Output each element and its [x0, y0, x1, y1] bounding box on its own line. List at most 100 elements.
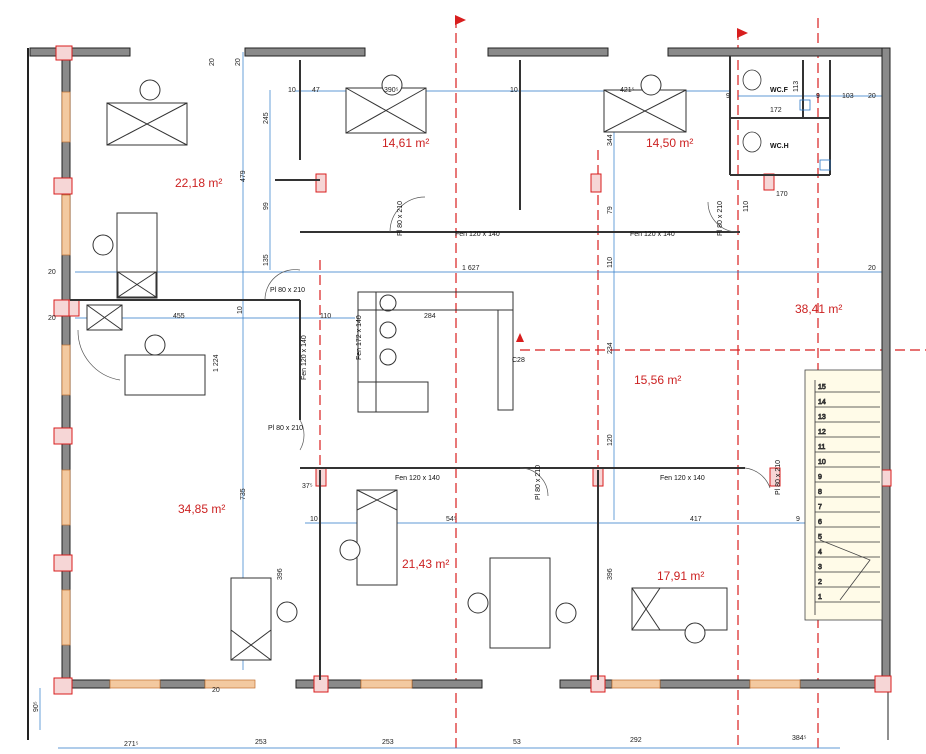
svg-text:110: 110 [743, 201, 750, 212]
svg-text:20: 20 [209, 58, 216, 66]
stair-step-number: 4 [818, 549, 822, 556]
svg-text:271⁵: 271⁵ [124, 741, 139, 748]
stair-step-number: 5 [818, 534, 822, 541]
svg-text:20: 20 [868, 265, 876, 272]
svg-text:90⁵: 90⁵ [33, 701, 40, 712]
svg-text:10: 10 [237, 306, 244, 314]
svg-text:47: 47 [312, 87, 320, 94]
svg-text:20: 20 [212, 687, 220, 694]
svg-text:110: 110 [320, 313, 331, 320]
svg-text:253: 253 [382, 739, 394, 746]
svg-text:396: 396 [277, 568, 284, 580]
bottom-dimensions: 271⁵ 253 253 53 292 384⁵ [124, 735, 807, 748]
svg-text:234: 234 [607, 342, 614, 354]
svg-text:390⁵: 390⁵ [384, 87, 399, 94]
stair-step-number: 8 [818, 489, 822, 496]
wc-label: WC.H [770, 143, 789, 150]
area-label: 34,85 m² [178, 502, 225, 516]
svg-text:103: 103 [842, 93, 854, 100]
area-label: 14,61 m² [382, 136, 429, 150]
svg-text:9: 9 [726, 93, 730, 100]
door-label: Pl 80 x 210 [535, 465, 542, 500]
svg-text:455: 455 [173, 313, 185, 320]
svg-text:735: 735 [240, 488, 247, 500]
stair-step-number: 10 [818, 459, 826, 466]
svg-text:53: 53 [513, 739, 521, 746]
stair-step-number: 2 [818, 579, 822, 586]
window-label: Fen 120 x 140 [660, 475, 705, 482]
area-label: 14,50 m² [646, 136, 693, 150]
svg-text:113: 113 [793, 81, 800, 92]
svg-text:245: 245 [263, 112, 270, 124]
grid-marker: C28 [512, 357, 525, 364]
window-label: Fen 120 x 140 [301, 335, 308, 380]
axis-flag [737, 28, 748, 38]
door-label: Pl 80 x 210 [717, 201, 724, 236]
svg-text:253: 253 [255, 739, 267, 746]
stair-step-number: 11 [818, 444, 825, 451]
svg-text:479: 479 [240, 170, 247, 182]
windows [61, 91, 801, 689]
stair-step-number: 7 [818, 504, 822, 511]
svg-text:170: 170 [776, 191, 788, 198]
window-label: Fen 172 x 140 [356, 315, 363, 360]
axis-flag [455, 15, 466, 25]
svg-text:54⁵: 54⁵ [446, 516, 457, 523]
area-label: 22,18 m² [175, 176, 222, 190]
grid-marker-arrow [516, 333, 524, 342]
door-label: Pl 80 x 210 [397, 201, 404, 236]
svg-text:1 627: 1 627 [462, 265, 480, 272]
window-label: Fen 120 x 140 [395, 475, 440, 482]
svg-text:20: 20 [868, 93, 876, 100]
door-label: Pl 80 x 210 [775, 460, 782, 495]
chairs [92, 74, 706, 644]
svg-text:421⁵: 421⁵ [620, 87, 635, 94]
svg-text:99: 99 [263, 202, 270, 210]
svg-text:1 224: 1 224 [213, 354, 220, 372]
svg-text:20: 20 [235, 58, 242, 66]
window-label: Fen 120 x 140 [630, 231, 675, 238]
dimension-lines [39, 52, 882, 749]
staircase: 15 14 13 12 11 10 9 8 7 6 5 4 3 2 1 [804, 369, 883, 621]
svg-text:344: 344 [607, 134, 614, 146]
svg-text:110: 110 [607, 257, 614, 268]
svg-text:20: 20 [48, 315, 56, 322]
kitchen-counter [357, 291, 514, 413]
stair-step-number: 12 [818, 429, 826, 436]
window-label: Fen 120 x 140 [455, 231, 500, 238]
svg-text:417: 417 [690, 516, 702, 523]
area-label: 38,41 m² [795, 302, 842, 316]
svg-text:9: 9 [796, 516, 800, 523]
furniture [86, 87, 728, 661]
svg-text:120: 120 [607, 434, 614, 446]
svg-text:292: 292 [630, 737, 642, 744]
area-label: 15,56 m² [634, 373, 681, 387]
svg-text:10: 10 [288, 87, 296, 94]
svg-text:396: 396 [607, 568, 614, 580]
svg-text:20: 20 [48, 269, 56, 276]
area-label: 17,91 m² [657, 569, 704, 583]
stair-step-number: 6 [818, 519, 822, 526]
stair-step-number: 9 [818, 474, 822, 481]
stair-step-number: 13 [818, 414, 826, 421]
wc-label: WC.F [770, 87, 789, 94]
stair-step-number: 3 [818, 564, 822, 571]
svg-text:10: 10 [510, 87, 518, 94]
door-label: Pl 80 x 210 [268, 425, 303, 432]
stair-step-number: 1 [818, 594, 822, 601]
stair-step-number: 15 [818, 384, 826, 391]
svg-text:79: 79 [607, 206, 614, 214]
door-label: Pl 80 x 210 [270, 287, 305, 294]
svg-text:172: 172 [770, 107, 782, 114]
svg-text:135: 135 [263, 254, 270, 266]
area-label: 21,43 m² [402, 557, 449, 571]
svg-text:9: 9 [816, 93, 820, 100]
svg-text:10: 10 [310, 516, 318, 523]
stair-step-number: 14 [818, 399, 826, 406]
svg-text:384⁵: 384⁵ [792, 735, 807, 742]
dimension-labels: 20 20 10 47 390⁵ 10 421⁵ 9 9 103 20 113 … [33, 58, 876, 712]
svg-text:37⁵: 37⁵ [302, 483, 313, 490]
svg-text:284: 284 [424, 313, 436, 320]
wc-fixtures [742, 69, 831, 171]
